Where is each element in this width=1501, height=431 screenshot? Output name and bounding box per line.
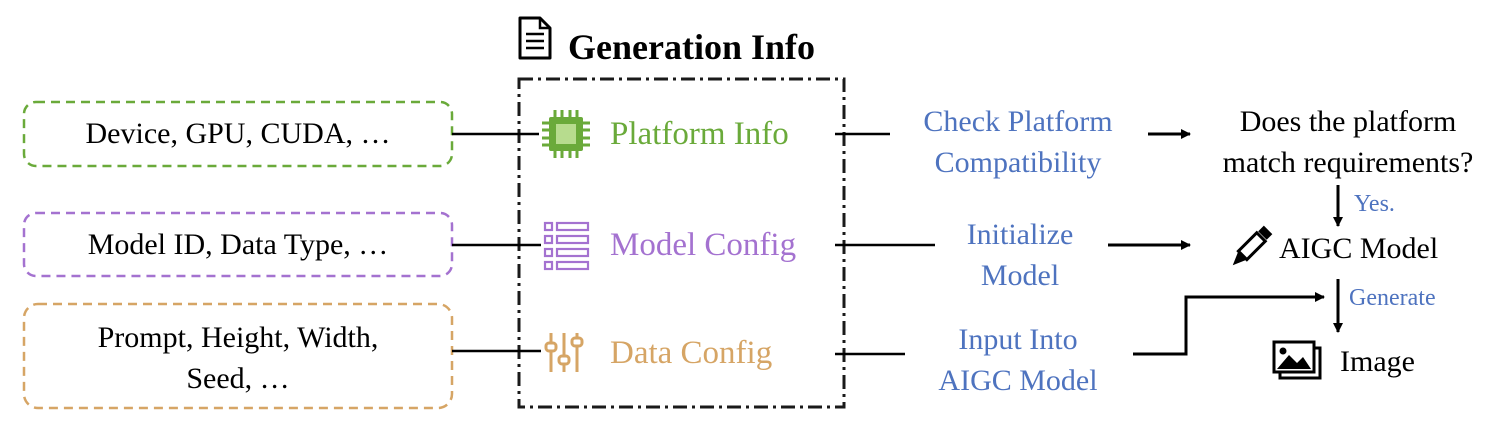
platform-info-label: Platform Info — [610, 116, 789, 152]
sliders-icon — [544, 333, 584, 372]
yes-label: Yes. — [1354, 191, 1395, 217]
check-compat-line2: Compatibility — [934, 146, 1102, 179]
generate-label: Generate — [1349, 285, 1436, 311]
platform-question-line1: Does the platform — [1239, 105, 1457, 138]
platform-input-text: Device, GPU, CUDA, … — [85, 117, 391, 150]
aigc-model-label: AIGC Model — [1279, 232, 1439, 265]
pencil-icon — [1232, 225, 1273, 266]
data-input-text-line2: Seed, … — [186, 362, 290, 395]
image-icon — [1272, 340, 1322, 380]
chip-icon — [542, 110, 590, 158]
diagram-title: Generation Info — [568, 27, 815, 67]
platform-question-line2: match requirements? — [1222, 146, 1474, 179]
input-into-line1: Input Into — [958, 323, 1078, 356]
model-config-label: Model Config — [610, 227, 797, 263]
data-input-text-line1: Prompt, Height, Width, — [97, 321, 379, 354]
generation-info-frame — [517, 77, 846, 409]
initialize-model-line2: Model — [980, 259, 1060, 292]
image-label: Image — [1340, 345, 1415, 378]
document-icon — [518, 16, 552, 60]
model-input-text: Model ID, Data Type, … — [87, 228, 389, 261]
input-into-line2: AIGC Model — [938, 364, 1098, 397]
check-compat-line1: Check Platform — [923, 105, 1113, 138]
input-arrow — [1133, 292, 1325, 356]
data-input-box — [22, 302, 454, 410]
data-config-label: Data Config — [610, 335, 773, 371]
initialize-model-line1: Initialize — [966, 218, 1074, 251]
list-icon — [543, 221, 590, 271]
